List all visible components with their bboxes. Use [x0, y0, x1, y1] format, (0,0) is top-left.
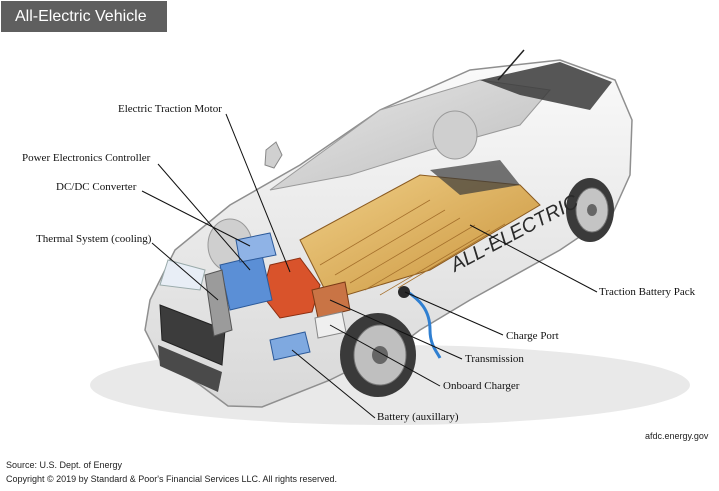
leader-thermal — [151, 242, 219, 301]
leader-aux-battery — [291, 349, 376, 419]
leader-charger — [329, 324, 441, 387]
label-traction-battery-pack: Traction Battery Pack — [599, 286, 696, 298]
leader-battery-pack — [469, 224, 598, 293]
footer-source: Source: U.S. Dept. of Energy — [6, 460, 123, 470]
headlight — [159, 259, 206, 291]
diagram-title: All-Electric Vehicle — [15, 8, 147, 25]
rear-window — [480, 62, 612, 110]
leader-dcdc — [141, 190, 251, 247]
windshield — [269, 79, 551, 191]
charge-port-plug — [398, 286, 410, 298]
front-grille — [159, 304, 226, 366]
rear-wheel — [566, 178, 614, 242]
leader-charge-port — [404, 291, 504, 336]
label-charge-port: Charge Port — [506, 330, 559, 342]
label-onboard-charger: Onboard Charger — [443, 380, 520, 392]
front-wheel — [340, 313, 416, 397]
dcdc-converter-unit — [235, 232, 277, 263]
title-banner: All-Electric Vehicle — [1, 1, 167, 32]
footer-copyright: Copyright © 2019 by Standard & Poor's Fi… — [6, 474, 338, 484]
rear-wheel-inner — [432, 110, 478, 160]
credit-link[interactable]: afdc.energy.gov — [645, 431, 709, 441]
radiator — [204, 269, 233, 337]
label-transmission: Transmission — [465, 353, 524, 365]
side-mirror — [264, 141, 283, 169]
battery-pack-rear — [430, 160, 520, 195]
lower-grille — [158, 345, 222, 392]
charge-cable — [404, 288, 442, 359]
power-electronics-unit — [219, 254, 273, 311]
label-power-electronics-controller: Power Electronics Controller — [22, 152, 151, 164]
leader-motor — [225, 113, 291, 273]
label-aux-battery: Battery (auxillary) — [377, 411, 459, 423]
antenna — [497, 49, 525, 81]
label-thermal-system: Thermal System (cooling) — [36, 233, 152, 245]
leader-transmission — [329, 299, 463, 360]
leader-lines — [141, 113, 598, 419]
battery-cells — [319, 199, 506, 296]
leader-pec — [157, 163, 251, 271]
label-traction-motor: Electric Traction Motor — [118, 103, 222, 115]
aux-battery-unit — [269, 331, 311, 361]
label-dcdc-converter: DC/DC Converter — [56, 181, 137, 193]
